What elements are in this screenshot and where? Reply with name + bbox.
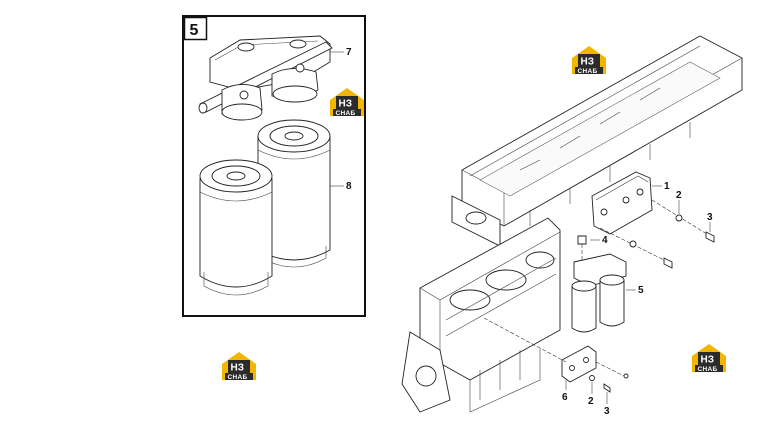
callout-1: 1 (664, 181, 670, 192)
watermark-logo-top: НЗ СНАБ (572, 46, 606, 75)
svg-text:НЗ: НЗ (339, 99, 353, 110)
svg-text:НЗ: НЗ (231, 363, 245, 374)
callout-4: 4 (602, 235, 608, 246)
svg-text:НЗ: НЗ (701, 355, 715, 366)
bolt-4 (577, 235, 587, 245)
watermark-logo-inset: НЗ СНАБ (330, 88, 364, 117)
fuel-filter-assembly (571, 253, 627, 333)
callout-6: 6 (562, 392, 568, 403)
filter-cartridge-rear (257, 119, 331, 268)
svg-text:СНАБ: СНАБ (336, 110, 356, 117)
callout-7: 7 (346, 47, 352, 58)
callout-2b: 2 (588, 396, 594, 407)
callout-2a: 2 (676, 190, 682, 201)
cylinder-head (451, 35, 743, 247)
inset-number: 5 (190, 22, 199, 39)
mounting-bracket (591, 171, 653, 235)
callout-8: 8 (346, 181, 352, 192)
bolt-upper (705, 231, 715, 243)
callout-5: 5 (638, 285, 644, 296)
bolt-lower (603, 383, 611, 393)
inset-panel: 5 (182, 15, 366, 317)
callout-3b: 3 (604, 406, 610, 417)
svg-text:СНАБ: СНАБ (578, 68, 598, 75)
lower-bracket (561, 345, 597, 383)
engine-block (401, 217, 561, 413)
svg-text:НЗ: НЗ (581, 57, 595, 68)
watermark-logo-bottom-left: НЗ СНАБ (222, 352, 256, 381)
washer-upper (675, 214, 683, 222)
svg-text:СНАБ: СНАБ (228, 374, 248, 381)
filter-head-bracket (198, 35, 333, 121)
inset-number-box (183, 16, 208, 41)
washer-lower (589, 375, 595, 381)
watermark-logo-bottom-right: НЗ СНАБ (692, 344, 726, 373)
callout-3a: 3 (707, 212, 713, 223)
engine-assembly: 1 2 3 4 5 6 (401, 35, 743, 417)
svg-text:СНАБ: СНАБ (698, 366, 718, 373)
filter-cartridge-front (199, 159, 273, 296)
